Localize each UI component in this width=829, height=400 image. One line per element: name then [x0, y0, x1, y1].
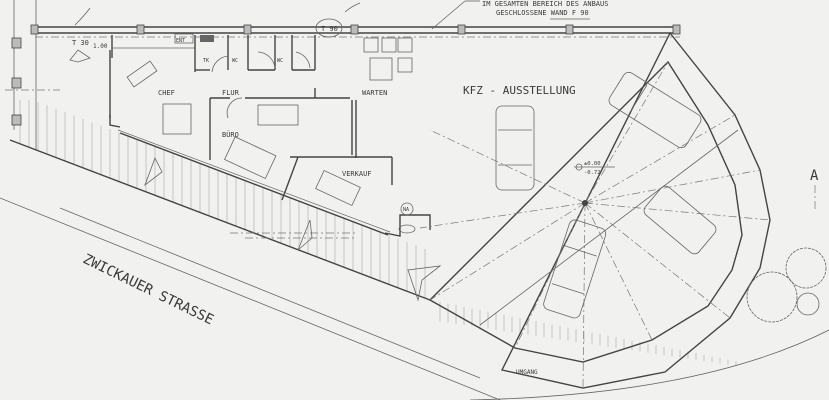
door-t90-label: T 90 [321, 25, 338, 33]
left-building-edge [5, 0, 60, 150]
showroom-structure [419, 31, 771, 389]
door-t30-label: T 30 [72, 39, 89, 47]
room-label-umgang: UMGANG [516, 369, 538, 376]
trees [746, 247, 827, 323]
level-top: ±0.00 [584, 161, 601, 167]
note-line-2: GESCHLOSSENE WAND F 90 [496, 9, 589, 17]
note-line-1: IM GESAMTEN BEREICH DES ANBAUS [482, 0, 608, 8]
front-facade [9, 129, 431, 301]
tk-label: TK [203, 58, 209, 64]
level-marker: ±0.00 -0.72 [574, 161, 615, 176]
na-label: NA [403, 207, 409, 213]
room-label-verkauf: VERKAUF [342, 170, 372, 178]
door-t90: T 90 [315, 2, 361, 38]
car [543, 219, 607, 319]
na-marker: NA [398, 202, 416, 234]
stair-arrow [144, 156, 163, 187]
car [643, 185, 717, 255]
room-label-chef: CHEF [158, 89, 175, 97]
wc-label: WC [232, 58, 238, 64]
wc-label: WC [277, 58, 283, 64]
room-label-flur: FLUR [222, 89, 240, 97]
stair-arrow [407, 265, 442, 302]
hatching [19, 100, 737, 366]
room-label-warten: WARTEN [362, 89, 387, 97]
door-t30: T 30 1.00 [69, 7, 108, 63]
level-bottom: -0.72 [584, 170, 601, 176]
interior-walls [109, 33, 413, 207]
ent-label: ENT [176, 38, 185, 44]
section-marker: A [810, 168, 819, 210]
section-marker-label: A [810, 168, 819, 184]
north-wall [30, 24, 681, 38]
dimension-label: 1.00 [93, 43, 108, 50]
room-label-showroom: KFZ - AUSSTELLUNG [463, 84, 576, 97]
car [495, 105, 535, 191]
room-label-buero: BÜRO [222, 130, 239, 139]
car [608, 71, 702, 149]
wall-note: IM GESAMTEN BEREICH DES ANBAUS GESCHLOSS… [431, 0, 608, 30]
stair-arrow [297, 219, 313, 251]
street [0, 197, 829, 400]
